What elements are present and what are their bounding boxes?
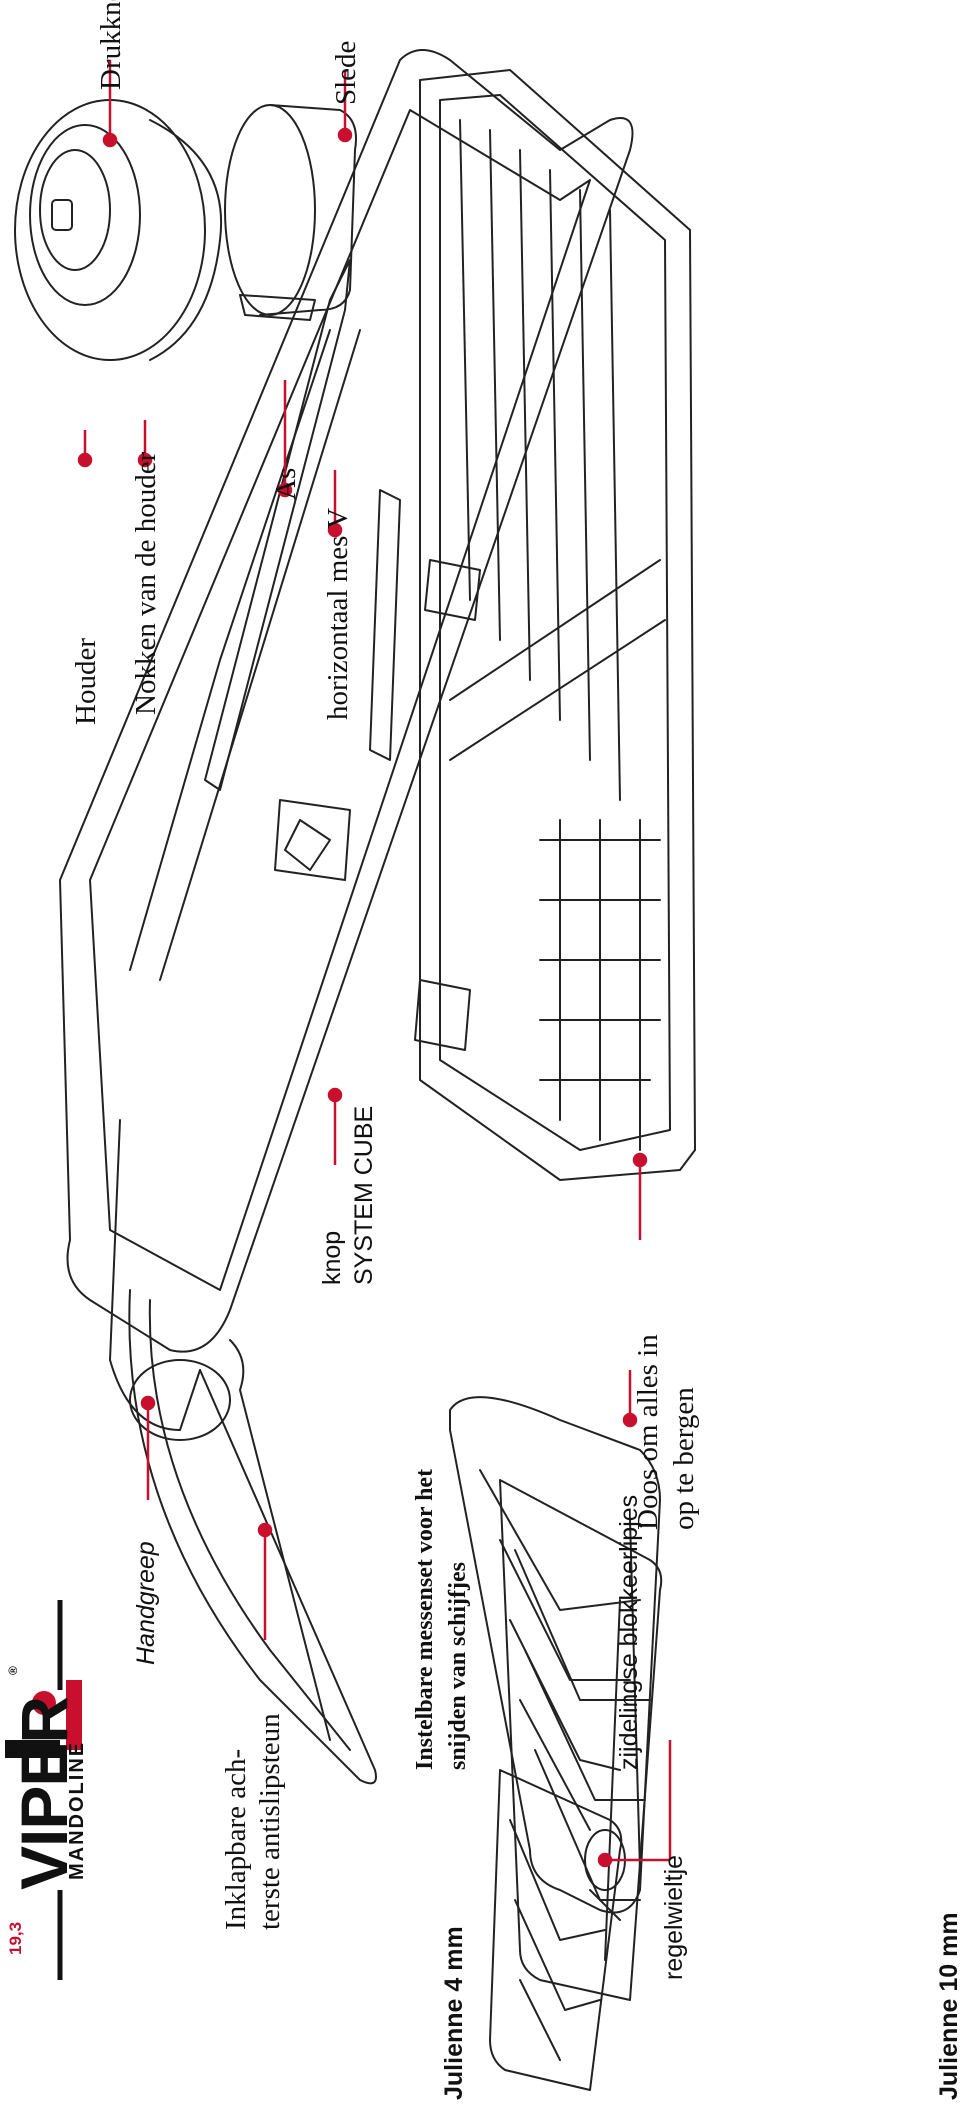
storage-box bbox=[419, 69, 696, 1181]
label-instelbare-line2: snijden van schijfjes bbox=[445, 1561, 471, 1770]
callout-lines bbox=[77, 60, 672, 1868]
label-inklapbare-line1: Inklapbare ach- bbox=[220, 1748, 252, 1930]
mandoline-body bbox=[59, 49, 634, 1353]
label-regelwieltje: regelwieltje bbox=[660, 1854, 688, 1980]
label-julienne-4mm: Julienne 4 mm bbox=[440, 1926, 468, 2100]
viper-logo-graphic bbox=[5, 1600, 82, 1980]
label-knop-line2: SYSTEM CUBE bbox=[350, 1105, 378, 1285]
label-zijdelingse: zijdelingse blokkeerlipjes bbox=[615, 1494, 643, 1770]
label-drukknop: Drukknop bbox=[95, 0, 127, 90]
label-nokken: Nokken van de houder bbox=[130, 451, 162, 715]
label-knop-line1: knop bbox=[318, 1230, 346, 1285]
label-handgreep: Handgreep bbox=[132, 1541, 160, 1665]
brand-sub: MANDOLINE bbox=[66, 1740, 88, 1880]
label-slede: Slede bbox=[330, 40, 362, 105]
label-houder: Houder bbox=[70, 638, 102, 725]
label-julienne-10mm: Julienne 10 mm bbox=[935, 1912, 963, 2100]
julienne-4mm-blade bbox=[489, 1769, 623, 2091]
label-instelbare-line1: Instelbare messenset voor het bbox=[412, 1468, 438, 1770]
label-inklapbare-line2: terste antislipsteun bbox=[254, 1713, 286, 1930]
label-as: As bbox=[270, 467, 302, 500]
label-doos-line2: op te bergen bbox=[668, 1387, 700, 1530]
brand-badge: 19,3 bbox=[6, 1921, 25, 1955]
label-horizontaal: horizontaal mes V bbox=[322, 507, 354, 720]
anti-slip-support bbox=[109, 1119, 377, 1785]
brand-registered-mark: ® bbox=[6, 1666, 20, 1675]
carriage bbox=[224, 104, 357, 321]
push-knob bbox=[14, 99, 223, 361]
julienne-10mm-blade bbox=[499, 1479, 663, 2001]
